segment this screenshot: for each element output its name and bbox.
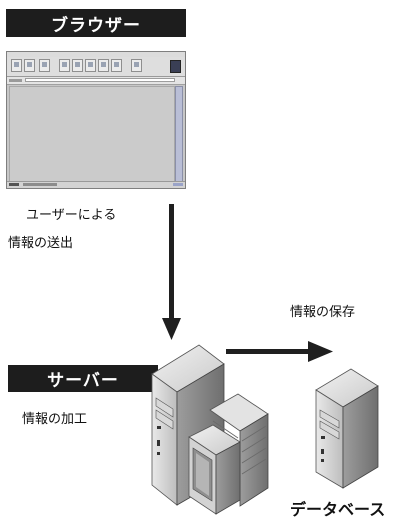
forward-button-icon bbox=[24, 59, 35, 72]
server-process-caption: 情報の加工 bbox=[22, 412, 88, 427]
images-button-icon bbox=[72, 59, 83, 72]
status-right-icon bbox=[173, 183, 183, 186]
terminal-icon bbox=[188, 393, 269, 515]
print-button-icon bbox=[98, 59, 109, 72]
status-text-icon bbox=[23, 183, 57, 186]
browser-statusbar bbox=[7, 181, 185, 188]
browser-window bbox=[6, 51, 186, 189]
status-icon bbox=[9, 183, 19, 186]
reload-button-icon bbox=[59, 59, 70, 72]
home-button-icon bbox=[39, 59, 50, 72]
address-bar bbox=[7, 77, 185, 85]
address-label-icon bbox=[9, 79, 22, 82]
database-label: データベース bbox=[290, 500, 386, 519]
browser-toolbar bbox=[7, 57, 185, 77]
browser-label: ブラウザー bbox=[6, 9, 186, 37]
database-server-tower-icon bbox=[315, 368, 379, 489]
find-button-icon bbox=[111, 59, 122, 72]
save-caption: 情報の保存 bbox=[290, 305, 356, 320]
user-send-caption-line2: 情報の送出 bbox=[8, 236, 74, 251]
back-button-icon bbox=[11, 59, 22, 72]
open-button-icon bbox=[85, 59, 96, 72]
address-field bbox=[25, 78, 175, 82]
browser-logo-icon bbox=[170, 60, 181, 73]
arrow-down bbox=[162, 204, 181, 340]
server-label: サーバー bbox=[8, 365, 158, 392]
arrow-right bbox=[226, 341, 333, 362]
user-send-caption-line1: ユーザーによる bbox=[26, 208, 117, 223]
stop-button-icon bbox=[131, 59, 142, 72]
